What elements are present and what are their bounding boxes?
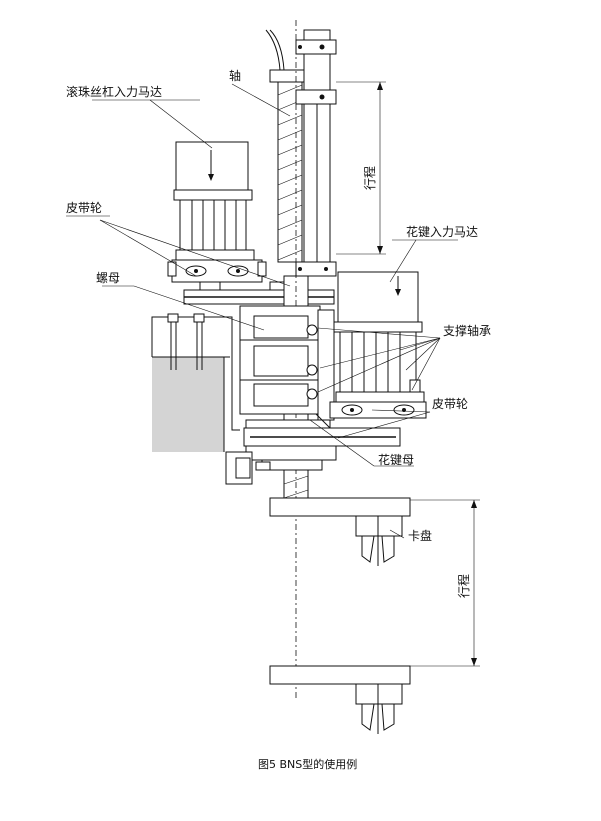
mounting-frame [151, 313, 240, 452]
label-ball-screw-motor: 滚珠丝杠入力马达 [66, 84, 162, 99]
spline-nut [225, 445, 337, 485]
bolt-right [193, 313, 205, 370]
bolt-left [167, 313, 179, 370]
label-stroke-top: 行程 [362, 166, 377, 190]
label-stroke-bottom: 行程 [456, 574, 471, 598]
chuck-upper [269, 497, 411, 566]
label-spline-motor: 花键入力马达 [406, 224, 478, 239]
leader-lines [66, 83, 458, 539]
label-pulley-top: 皮带轮 [66, 201, 102, 215]
label-spline-nut: 花键母 [378, 452, 414, 467]
chuck-lower [269, 665, 411, 734]
stroke-dimension-bottom [410, 499, 480, 667]
label-pulley-bottom: 皮带轮 [432, 397, 468, 411]
frame-housing-edge [231, 317, 240, 431]
label-support-bearing: 支撑轴承 [443, 323, 491, 338]
top-pulley-belt [183, 281, 335, 305]
gray-base-block [152, 357, 224, 452]
stroke-dimension-top [336, 81, 386, 255]
label-nut: 螺母 [96, 271, 120, 285]
thread-hatch [277, 84, 303, 261]
cable [269, 29, 285, 71]
label-chuck: 卡盘 [408, 528, 432, 543]
label-shaft: 轴 [229, 68, 241, 83]
nut-housing [239, 305, 335, 421]
frame-outline [151, 316, 233, 357]
bottom-pulley-belt [243, 413, 401, 447]
figure-caption: 图5 BNS型的使用例 [258, 757, 357, 771]
ball-screw-motor [167, 141, 267, 283]
